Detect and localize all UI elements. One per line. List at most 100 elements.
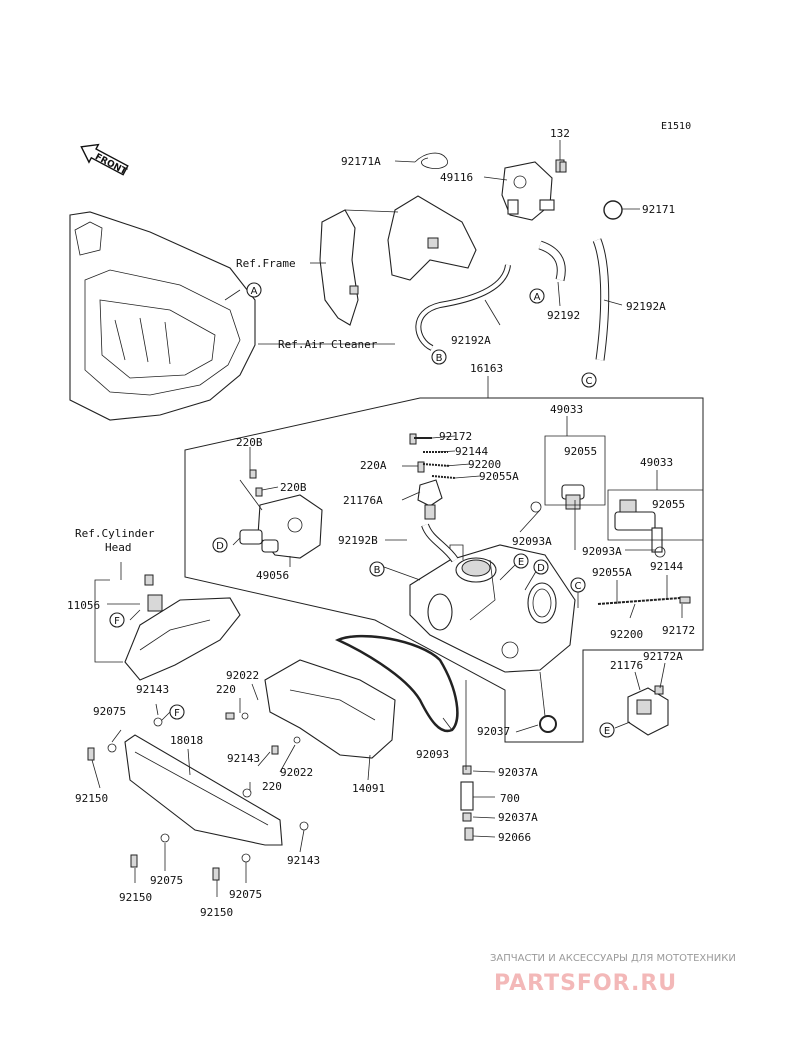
- part-label: 49056: [256, 569, 289, 582]
- cover-14091: [264, 659, 396, 759]
- svg-text:E: E: [518, 557, 524, 568]
- fasteners: [87, 161, 691, 881]
- front-label: FRONT: [93, 152, 129, 177]
- part-label: 92144: [650, 560, 683, 573]
- ref-cylinder-label: Ref.Cylinder: [75, 527, 155, 540]
- part-label: 92200: [468, 458, 501, 471]
- part-label: 92171A: [341, 155, 381, 168]
- part-label: 92093: [416, 748, 449, 761]
- part-label: 92066: [498, 831, 531, 844]
- part-label: 92200: [610, 628, 643, 641]
- part-label: 220: [216, 683, 236, 696]
- part-label: 220: [262, 780, 282, 793]
- callout-a-1: A: [246, 282, 262, 298]
- svg-text:D: D: [537, 563, 545, 574]
- svg-text:F: F: [174, 708, 180, 719]
- air-cleaner-housing: [69, 211, 256, 421]
- clamp-92171: [603, 200, 623, 220]
- ref-head-label: Head: [105, 541, 132, 554]
- svg-text:A: A: [251, 286, 258, 297]
- clamp-92171A: [414, 152, 448, 169]
- cylinder-head-bracket: [124, 594, 241, 681]
- svg-text:B: B: [374, 565, 381, 576]
- callout-b-1: B: [431, 349, 447, 365]
- part-label: 92037A: [498, 766, 538, 779]
- part-label: 132: [550, 127, 570, 140]
- svg-text:B: B: [436, 353, 443, 364]
- callout-c-2: C: [570, 577, 586, 593]
- part-label: 92037: [477, 725, 510, 738]
- part-label: 92075: [93, 705, 126, 718]
- part-label: 11056: [67, 599, 100, 612]
- diagram-code: E1510: [661, 121, 691, 132]
- part-label: 49033: [550, 403, 583, 416]
- lower-cover-18018: [124, 734, 283, 846]
- callout-b-2: B: [369, 561, 385, 577]
- throttle-body: [409, 544, 576, 673]
- part-label: 92022: [280, 766, 313, 779]
- part-label: 92144: [455, 445, 488, 458]
- part-label: 92172A: [643, 650, 683, 663]
- part-label: 220B: [280, 481, 307, 494]
- part-label: 92192A: [451, 334, 491, 347]
- callout-a-2: A: [529, 288, 545, 304]
- part-label: 92022: [226, 669, 259, 682]
- svg-text:A: A: [534, 292, 541, 303]
- part-label: 92150: [200, 906, 233, 919]
- part-label: 92172: [662, 624, 695, 637]
- part-label: 92192B: [338, 534, 378, 547]
- part-label: 92037A: [498, 811, 538, 824]
- part-label: 92192A: [626, 300, 666, 313]
- part-label: 92055A: [592, 566, 632, 579]
- svg-text:C: C: [586, 376, 593, 387]
- part-label: 18018: [170, 734, 203, 747]
- watermark-brand: PARTSFOR.RU: [494, 971, 677, 996]
- callout-d-1: D: [212, 537, 228, 553]
- solenoid-valve: [501, 159, 565, 221]
- part-label: 49033: [640, 456, 673, 469]
- svg-text:D: D: [216, 541, 224, 552]
- isc-valve: [239, 494, 323, 559]
- part-label: 16163: [470, 362, 503, 375]
- ref-frame-label: Ref.Frame: [236, 257, 296, 270]
- svg-text:F: F: [114, 616, 120, 627]
- part-label: 92093A: [512, 535, 552, 548]
- callout-d-2: D: [533, 559, 549, 575]
- part-label: 92093A: [582, 545, 622, 558]
- ref-air-cleaner-label: Ref.Air Cleaner: [278, 338, 378, 351]
- part-numbers: 132 92171A 49116 92171 92192 92192A 9219…: [67, 127, 695, 919]
- svg-text:C: C: [575, 581, 582, 592]
- part-label: 92075: [229, 888, 262, 901]
- part-label: 92143: [136, 683, 169, 696]
- watermark-tagline: ЗАПЧАСТИ И АКСЕССУАРЫ ДЛЯ МОТОТЕХНИКИ: [490, 953, 736, 964]
- front-arrow-icon: FRONT: [80, 143, 129, 178]
- part-label: 700: [500, 792, 520, 805]
- part-label: 92055: [564, 445, 597, 458]
- part-label: 92172: [439, 430, 472, 443]
- sensor-21176: [627, 687, 669, 736]
- part-label: 21176: [610, 659, 643, 672]
- part-label: 92150: [75, 792, 108, 805]
- part-label: 220A: [360, 459, 387, 472]
- injector-small: [561, 484, 585, 510]
- callout-f-2: F: [169, 704, 185, 720]
- part-label: 92055A: [479, 470, 519, 483]
- part-label: 92150: [119, 891, 152, 904]
- part-label: 92192: [547, 309, 580, 322]
- sensor-21176A: [417, 479, 443, 520]
- part-label: 14091: [352, 782, 385, 795]
- part-label: 92055: [652, 498, 685, 511]
- svg-text:E: E: [604, 726, 610, 737]
- callout-f-1: F: [109, 612, 125, 628]
- callout-e-2: E: [599, 722, 615, 738]
- frame-bracket: [319, 195, 477, 326]
- part-label: 92143: [287, 854, 320, 867]
- part-label: 49116: [440, 171, 473, 184]
- callout-e-1: E: [513, 553, 529, 569]
- part-label: 21176A: [343, 494, 383, 507]
- part-label: 92171: [642, 203, 675, 216]
- leader-lines: [91, 140, 704, 897]
- part-label: 92075: [150, 874, 183, 887]
- callout-c-1: C: [581, 372, 597, 388]
